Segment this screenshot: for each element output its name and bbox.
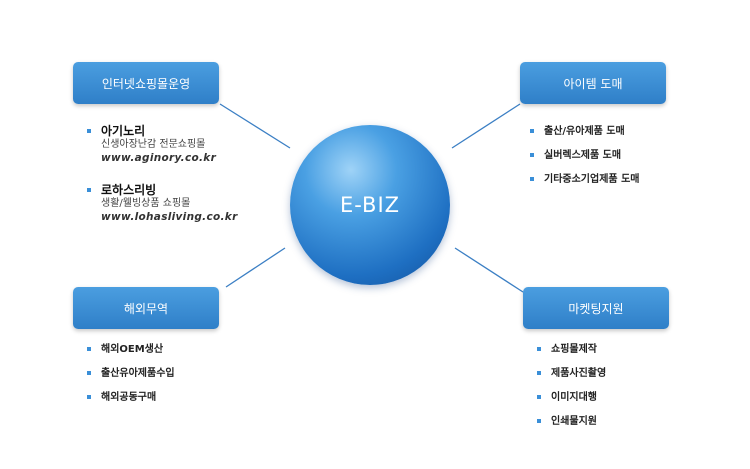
list-item: 제품사진촬영 — [537, 367, 606, 380]
site-description: 신생아장난감 전문쇼핑몰 — [101, 139, 206, 150]
node-marketing-support: 마켓팅지원 — [523, 287, 669, 329]
center-label: E-BIZ — [339, 193, 401, 217]
list-item: 해외OEM생산 — [87, 343, 175, 356]
connector-top-left — [219, 103, 291, 149]
site-url-link[interactable]: www.lohasliving.co.kr — [101, 211, 238, 223]
center-hub: E-BIZ — [290, 125, 450, 285]
list-item: 실버렉스제품 도매 — [530, 149, 639, 162]
node-marketing-support-label: 마켓팅지원 — [568, 301, 624, 316]
site-url-link[interactable]: www.aginory.co.kr — [101, 152, 217, 164]
site-entry: 아기노리 신생아장난감 전문쇼핑몰 www.aginory.co.kr — [87, 124, 287, 165]
connector-bottom-left — [225, 247, 286, 288]
list-item: 출산유아제품수입 — [87, 367, 175, 380]
connector-top-right — [451, 103, 521, 149]
connector-bottom-right — [454, 247, 524, 293]
list-item: 이미지대행 — [537, 391, 606, 404]
list-item: 기타중소기업제품 도매 — [530, 173, 639, 186]
node-item-wholesale-label: 아이템 도매 — [563, 76, 623, 91]
item-wholesale-list: 출산/유아제품 도매 실버렉스제품 도매 기타중소기업제품 도매 — [530, 125, 639, 197]
node-internet-mall-label: 인터넷쇼핑몰운영 — [101, 76, 191, 91]
site-name: 아기노리 — [87, 124, 287, 138]
node-overseas-trade-label: 해외무역 — [123, 301, 169, 316]
list-item: 인쇄물지원 — [537, 415, 606, 428]
list-item: 해외공동구매 — [87, 391, 175, 404]
node-overseas-trade: 해외무역 — [73, 287, 219, 329]
overseas-trade-list: 해외OEM생산 출산유아제품수입 해외공동구매 — [87, 343, 175, 415]
node-item-wholesale: 아이템 도매 — [520, 62, 666, 104]
site-name: 로하스리빙 — [87, 183, 287, 197]
marketing-support-list: 쇼핑몰제작 제품사진촬영 이미지대행 인쇄물지원 — [537, 343, 606, 439]
site-entry: 로하스리빙 생활/웰빙상품 쇼핑몰 www.lohasliving.co.kr — [87, 183, 287, 224]
list-item: 출산/유아제품 도매 — [530, 125, 639, 138]
list-item: 쇼핑몰제작 — [537, 343, 606, 356]
site-description: 생활/웰빙상품 쇼핑몰 — [101, 198, 191, 209]
node-internet-mall: 인터넷쇼핑몰운영 — [73, 62, 219, 104]
